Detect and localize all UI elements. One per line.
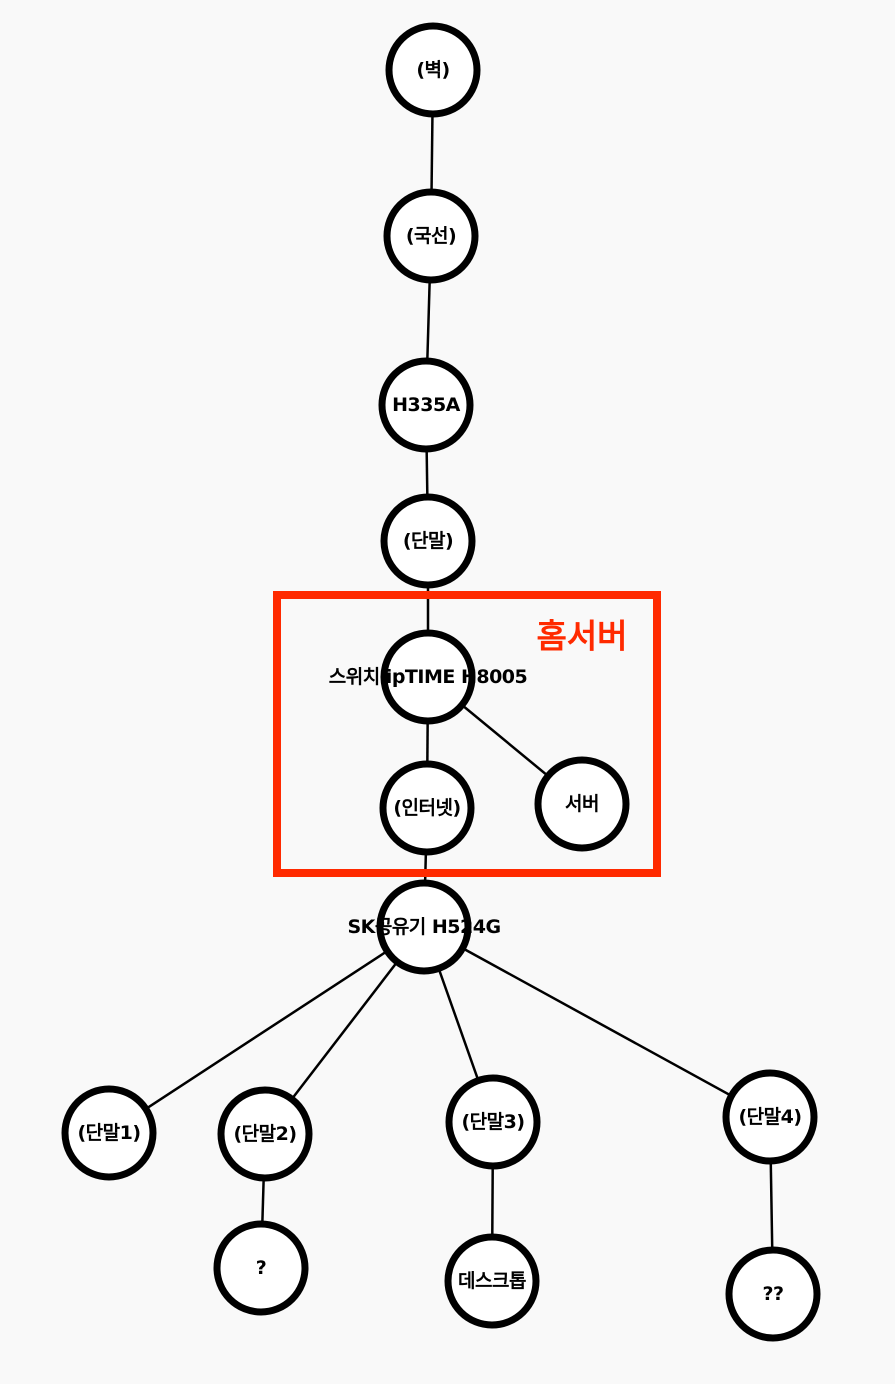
- node-label-internet: (인터넷): [393, 797, 460, 819]
- nodes-layer: (벽) (국선) H335A (단말) 스위치 ipTIME H8005 (인터넷) 서버 S…: [61, 22, 821, 1342]
- node-label-h335a: H335A: [392, 394, 461, 416]
- node-label-term3: (단말3): [461, 1111, 524, 1133]
- node-label-q1: ?: [256, 1257, 267, 1279]
- node-label-server: 서버: [565, 793, 599, 815]
- node-label-q2: ??: [762, 1283, 783, 1305]
- node-term1: (단말1): [61, 1085, 157, 1181]
- node-label-term0: (단말): [403, 530, 453, 552]
- node-circle-term2: [217, 1086, 313, 1182]
- home-server-group-label: 홈서버: [536, 617, 627, 656]
- node-label-desktop: 데스크톱: [458, 1270, 526, 1292]
- node-label-term1: (단말1): [77, 1122, 140, 1144]
- node-circle-term0: [380, 493, 476, 589]
- node-desktop: 데스크톱: [444, 1233, 540, 1329]
- node-label-switch: 스위치 ipTIME H8005: [329, 666, 527, 688]
- node-circle-q1: [213, 1220, 309, 1316]
- node-line: (국선): [383, 188, 479, 284]
- node-label-wall: (벽): [416, 59, 449, 81]
- node-router: SK공유기 H524G: [347, 879, 501, 975]
- node-wall: (벽): [385, 22, 481, 118]
- node-circle-server: [534, 756, 630, 852]
- node-label-line: (국선): [406, 225, 456, 247]
- node-circle-internet: [379, 760, 475, 856]
- node-circle-q2: [725, 1246, 821, 1342]
- node-label-term4: (단말4): [738, 1106, 801, 1128]
- node-circle-term4: [722, 1069, 818, 1165]
- node-server: 서버: [534, 756, 630, 852]
- node-circle-router: [376, 879, 472, 975]
- node-term0: (단말): [380, 493, 476, 589]
- edge-router-term1: [108, 925, 425, 1135]
- node-internet: (인터넷): [379, 760, 475, 856]
- node-label-router: SK공유기 H524G: [347, 916, 500, 938]
- node-circle-term3: [445, 1074, 541, 1170]
- node-circle-term1: [61, 1085, 157, 1181]
- node-q1: ?: [213, 1220, 309, 1316]
- node-switch: 스위치 ipTIME H8005: [329, 629, 528, 725]
- node-circle-line: [383, 188, 479, 284]
- node-circle-switch: [380, 629, 476, 725]
- home-server-group-box: [273, 591, 661, 877]
- node-label-term2: (단말2): [233, 1123, 296, 1145]
- node-circle-desktop: [444, 1233, 540, 1329]
- node-term3: (단말3): [445, 1074, 541, 1170]
- node-h335a: H335A: [378, 357, 474, 453]
- node-circle-wall: [385, 22, 481, 118]
- node-term4: (단말4): [722, 1069, 818, 1165]
- node-circle-h335a: [378, 357, 474, 453]
- edge-router-term4: [423, 925, 771, 1119]
- node-term2: (단말2): [217, 1086, 313, 1182]
- node-q2: ??: [725, 1246, 821, 1342]
- group-layer: [273, 591, 661, 877]
